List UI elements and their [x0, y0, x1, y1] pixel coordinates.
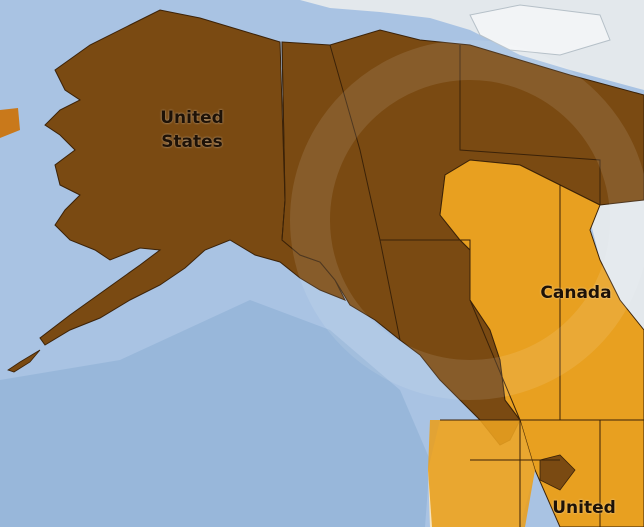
region-orange-south	[428, 420, 535, 527]
border-us-states	[470, 420, 601, 527]
land-unshaded-east	[590, 170, 644, 330]
watermark-circle	[290, 40, 644, 400]
label-canada: Canada	[540, 283, 612, 303]
region-west-edge	[0, 108, 20, 138]
border-nunavut	[459, 45, 601, 205]
label-line-2: States	[161, 132, 223, 152]
label-line-1: United	[160, 108, 224, 128]
region-aleutian-chain	[7, 349, 41, 373]
label-united-states-alaska: United States	[140, 106, 244, 154]
land-unshaded-island	[469, 4, 611, 56]
border-bc-alberta	[380, 239, 521, 421]
ocean-deep	[0, 300, 430, 527]
political-borders	[281, 41, 644, 527]
border-yukon-nwt	[329, 44, 401, 341]
border-alaska-yukon	[281, 41, 286, 241]
region-dark-patch	[539, 454, 576, 491]
label-united-states-south: United	[552, 498, 616, 518]
